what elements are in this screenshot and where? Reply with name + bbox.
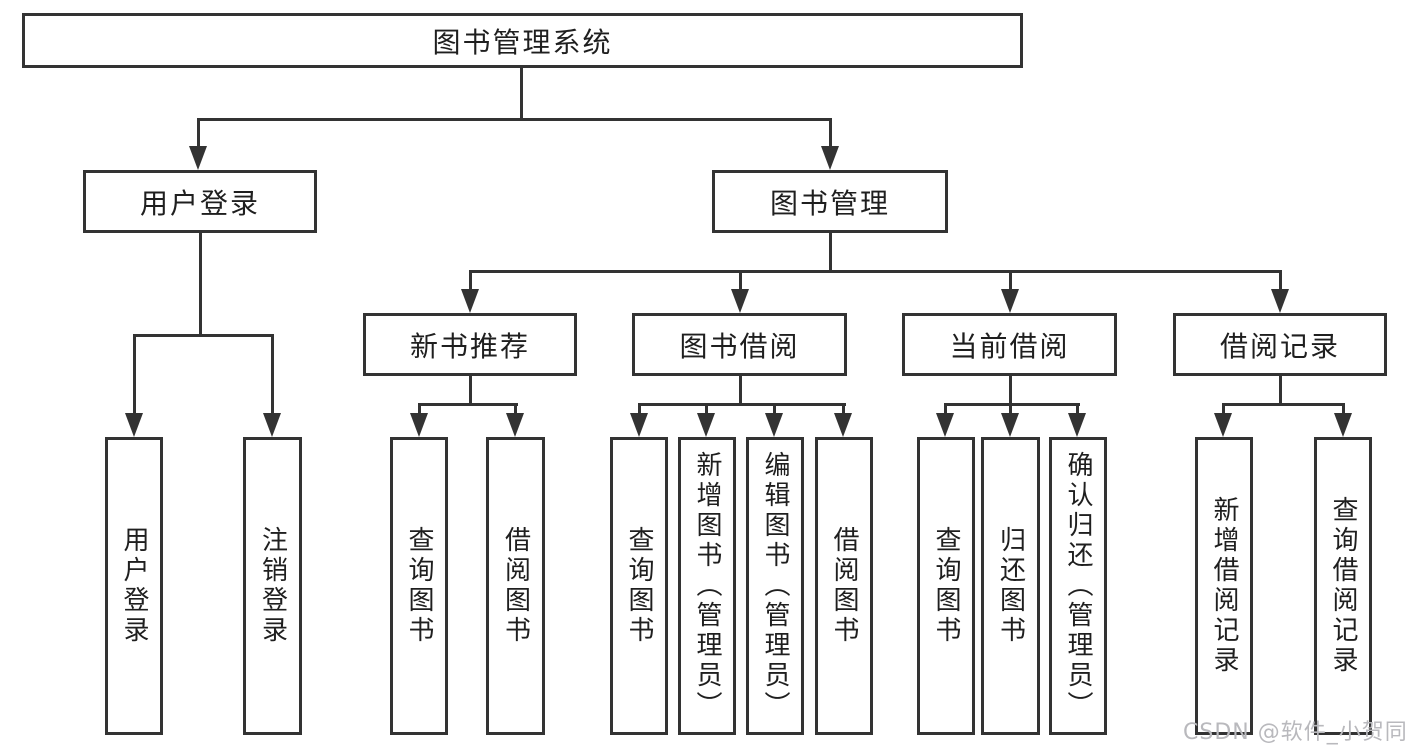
connector-line [469,375,472,406]
connector-line [197,118,832,121]
arrow-down-icon [263,413,281,437]
connector-line [1279,270,1282,292]
connector-line [944,403,947,417]
connector-line [739,375,742,406]
node-recommend-query-books: 查询图书 [390,437,448,735]
connector-line [829,232,832,273]
node-user-login-leaf: 用户登录 [105,437,163,735]
node-add-books-admin: 新增图书（管理员） [678,437,736,735]
node-edit-books-admin: 编辑图书（管理员） [746,437,804,735]
node-confirm-return-admin: 确认归还（管理员） [1049,437,1107,735]
arrow-down-icon [506,413,524,437]
arrow-down-icon [765,413,783,437]
connector-line [197,118,200,150]
arrow-down-icon [731,289,749,313]
node-new-book-recommend: 新书推荐 [363,313,577,376]
connector-line [418,403,421,417]
arrow-down-icon [1068,413,1086,437]
node-label: 查询借阅记录 [1328,496,1358,676]
node-label: 查询图书 [931,526,961,646]
arrow-down-icon [461,289,479,313]
connector-line [1009,403,1012,417]
node-borrowing-records: 借阅记录 [1173,313,1387,376]
connector-line [1222,403,1345,406]
arrow-down-icon [630,413,648,437]
node-label: 编辑图书（管理员） [760,451,790,721]
connector-line [638,403,641,417]
node-logout: 注销登录 [243,437,302,735]
node-user-login: 用户登录 [83,170,317,233]
connector-line [1279,375,1282,406]
node-current-borrowing: 当前借阅 [902,313,1117,376]
connector-line [520,67,523,121]
connector-line [1076,403,1079,417]
arrow-down-icon [1271,289,1289,313]
connector-line [133,334,136,416]
connector-line [514,403,517,417]
arrow-down-icon [821,146,839,170]
node-label: 图书管理系统 [432,25,613,59]
node-label: 用户登录 [119,526,149,646]
arrow-down-icon [936,413,954,437]
node-label: 新增借阅记录 [1209,496,1239,676]
connector-line [829,118,832,150]
arrow-down-icon [697,413,715,437]
csdn-watermark: CSDN @软件_小贺同学 [1183,720,1405,745]
node-library-management-system: 图书管理系统 [22,13,1023,68]
node-label: 借阅记录 [1219,329,1340,363]
connector-line [199,232,202,337]
node-label: 图书借阅 [679,329,800,363]
arrow-down-icon [125,413,143,437]
node-label: 新书推荐 [409,329,530,363]
node-label: 借阅图书 [829,526,859,646]
node-borrowing-borrow-books: 借阅图书 [815,437,873,735]
node-label: 查询图书 [624,526,654,646]
connector-line [842,403,845,417]
node-book-management: 图书管理 [712,170,948,233]
connector-line [469,270,1282,273]
connector-line [1009,375,1012,406]
node-label: 确认归还（管理员） [1063,451,1093,721]
node-recommend-borrow-books: 借阅图书 [486,437,545,735]
connector-line [705,403,708,417]
connector-line [1009,270,1012,292]
node-label: 注销登录 [257,526,288,646]
node-label: 查询图书 [404,526,434,646]
connector-line [271,334,274,416]
arrow-down-icon [834,413,852,437]
connector-line [1342,403,1345,417]
node-label: 图书管理 [769,186,890,220]
arrow-down-icon [1001,289,1019,313]
arrow-down-icon [189,146,207,170]
node-book-borrowing: 图书借阅 [632,313,847,376]
node-current-query-books: 查询图书 [917,437,975,735]
connector-line [773,403,776,417]
node-return-books: 归还图书 [981,437,1040,735]
node-add-borrow-record: 新增借阅记录 [1195,437,1253,735]
connector-line [133,334,274,337]
node-label: 归还图书 [995,526,1026,646]
node-label: 用户登录 [139,186,260,220]
node-borrowing-query-books: 查询图书 [610,437,668,735]
connector-line [469,270,472,292]
connector-line [418,403,518,406]
arrow-down-icon [410,413,428,437]
arrow-down-icon [1334,413,1352,437]
connector-line [638,403,846,406]
node-query-borrow-record: 查询借阅记录 [1314,437,1372,735]
connector-line [944,403,1080,406]
arrow-down-icon [1214,413,1232,437]
node-label: 当前借阅 [949,329,1070,363]
connector-line [739,270,742,292]
arrow-down-icon [1001,413,1019,437]
connector-line [1222,403,1225,417]
node-label: 新增图书（管理员） [692,451,722,721]
node-label: 借阅图书 [500,526,531,646]
